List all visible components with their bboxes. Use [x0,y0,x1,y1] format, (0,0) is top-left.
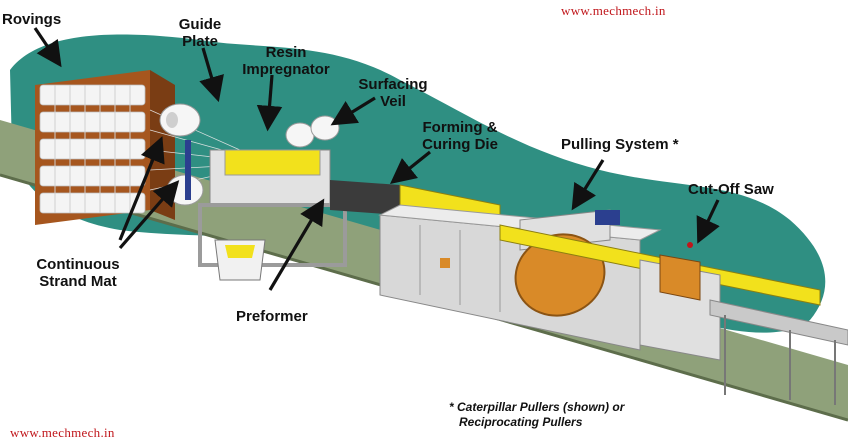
label-veil-line2: Veil [380,93,406,110]
label-arrows [33,27,720,291]
arrow-resin [256,74,283,132]
rovings-creel [35,70,175,225]
label-resin-line2: Impregnator [242,61,330,78]
label-die-line2: Curing Die [422,136,498,153]
label-die-line1: Forming & [422,119,498,136]
arrow-mat-2 [118,180,180,250]
label-resin-impregnator: Resin Impregnator [236,44,336,78]
label-pulling-system: Pulling System * [561,136,679,153]
arrow-mat-1 [118,136,165,241]
arrow-saw [696,199,720,244]
label-guide-plate: Guide Plate [170,16,230,50]
watermark-bottom: www.mechmech.in [10,425,115,440]
arrow-rovings [33,27,62,68]
arrow-die [390,150,431,184]
footnote: * Caterpillar Pullers (shown) or Recipro… [449,400,624,430]
label-veil-line1: Surfacing [358,76,428,93]
label-mat-line2: Strand Mat [39,273,117,290]
label-surfacing-veil: Surfacing Veil [353,76,433,110]
resin-impregnator [198,149,347,281]
label-guide-plate-line2: Plate [182,33,218,50]
label-rovings: Rovings [2,11,62,28]
arrow-veil [330,96,376,126]
label-cut-off-saw: Cut-Off Saw [688,181,774,198]
arrow-preformer [268,198,325,291]
arrow-guide-plate [199,47,224,103]
label-mat-line1: Continuous [36,256,120,273]
arrow-pulling [571,159,605,211]
footnote-line2: Reciprocating Pullers [459,415,583,429]
cut-off-saw [639,242,721,361]
roller-table [709,299,848,405]
label-continuous-strand-mat: Continuous Strand Mat [28,256,128,290]
label-preformer: Preformer [236,308,308,325]
label-guide-plate-line1: Guide [178,16,222,33]
footnote-line1: * Caterpillar Pullers (shown) or [449,400,625,414]
label-forming-curing-die: Forming & Curing Die [412,119,508,153]
watermark-top: www.mechmech.in [561,3,666,18]
label-resin-line1: Resin [265,44,307,61]
